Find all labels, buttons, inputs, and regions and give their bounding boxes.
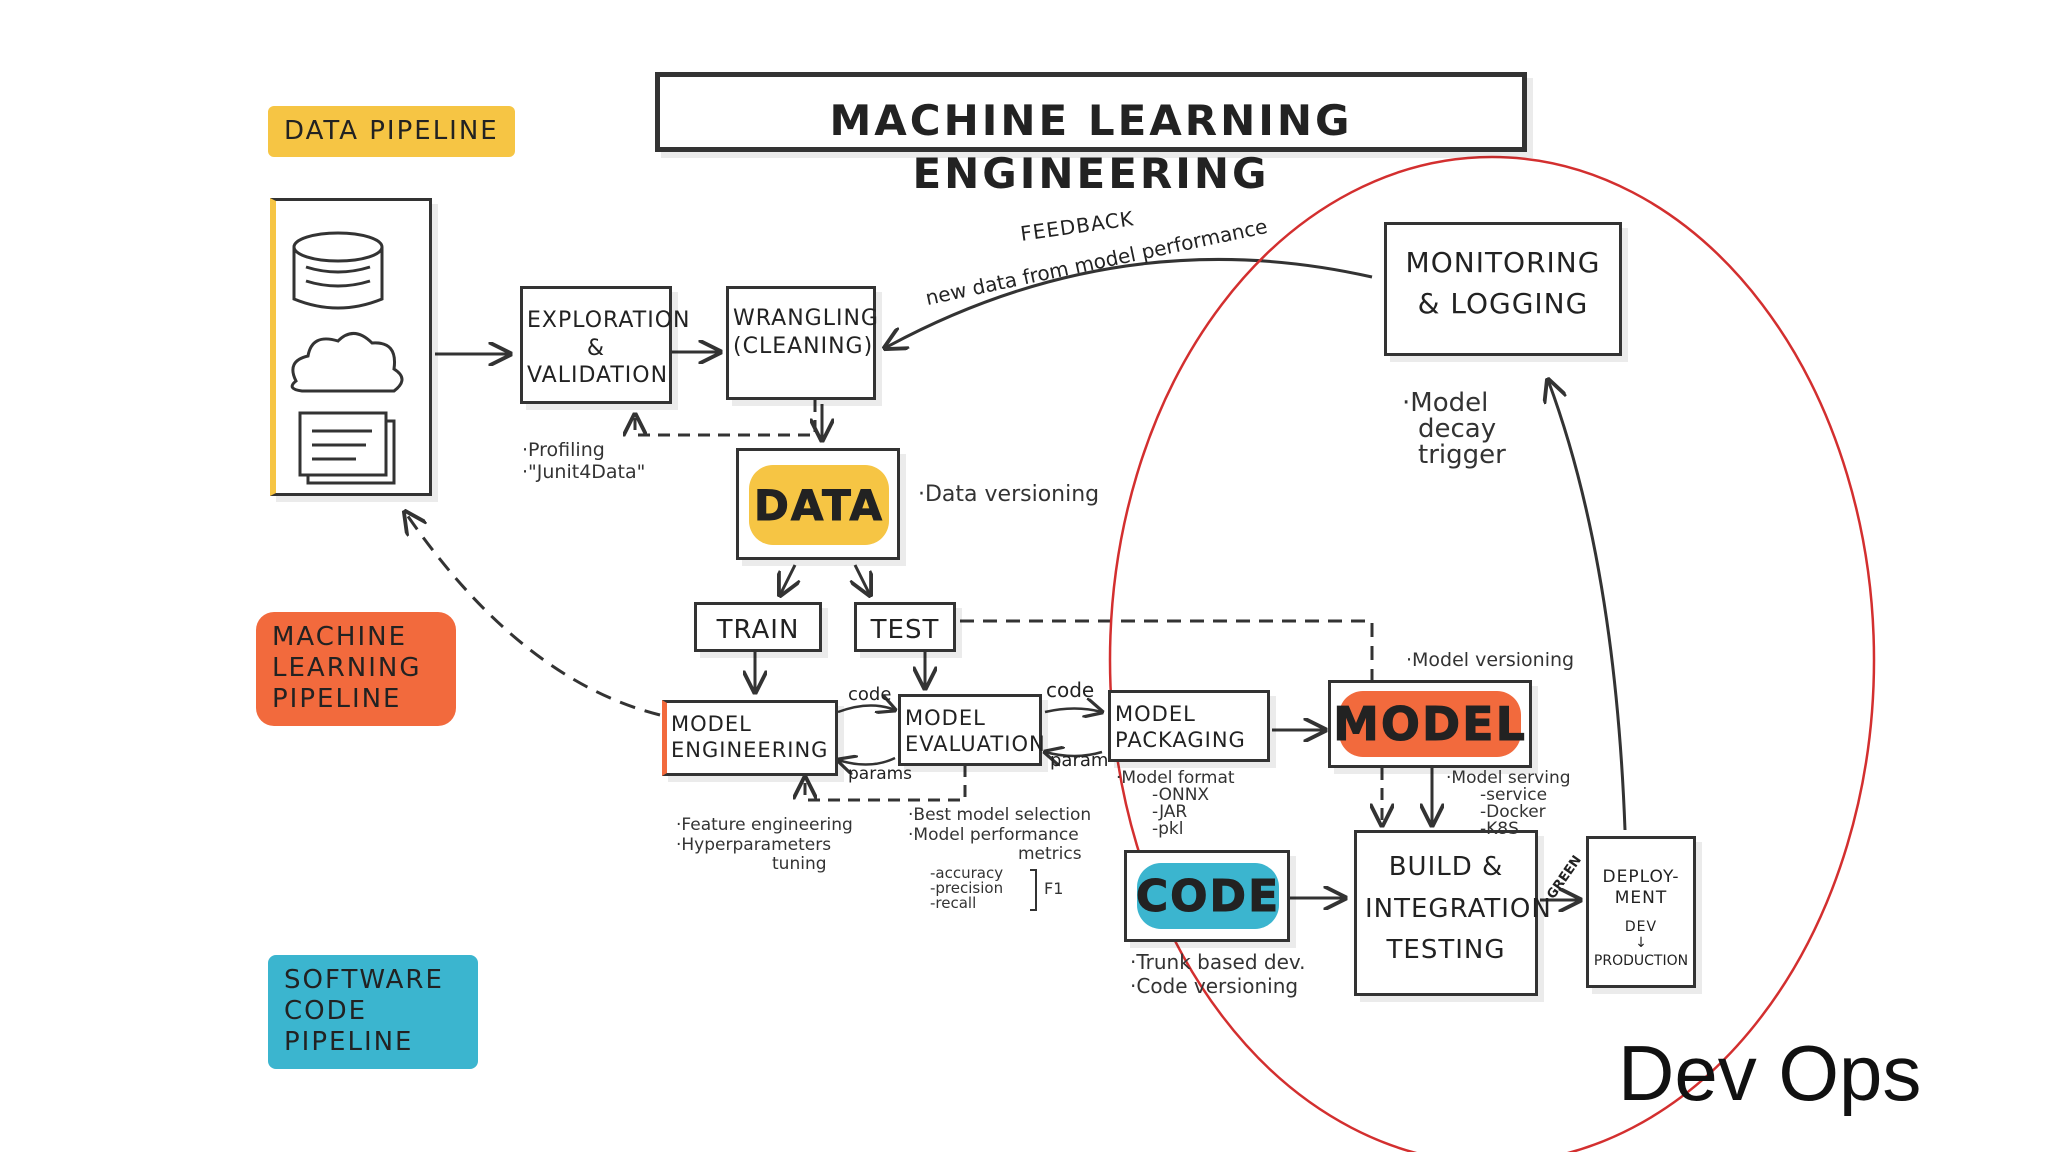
build-label: BUILD & INTEGRATION TESTING: [1365, 852, 1552, 966]
wrangling-node: WRANGLING (CLEANING): [726, 286, 879, 400]
params-label-1: params: [848, 764, 913, 784]
ml-pipeline-tag: MACHINE LEARNING PIPELINE: [256, 612, 456, 726]
data-node: DATA: [736, 448, 900, 560]
note-accuracy-text: -accuracy: [930, 864, 1004, 882]
note-best-model-text: ·Best model selection: [908, 805, 1092, 825]
note-hyperparams-text: ·Hyperparameters: [676, 834, 832, 855]
exploration-label: EXPLORATION & VALIDATION: [527, 308, 691, 388]
monitoring-logging-node: MONITORING & LOGGING: [1384, 222, 1622, 356]
note-junit-text: ·"Junit4Data": [522, 460, 646, 483]
test-label: TEST: [870, 615, 940, 645]
note-profiling-text: ·Profiling: [522, 439, 605, 461]
note-model-decay: ·Model decay trigger: [1402, 390, 1506, 468]
data-blob: DATA: [749, 465, 889, 545]
deployment-dev-label: DEV: [1624, 919, 1658, 935]
model-engineering-node: MODEL ENGINEERING: [662, 700, 838, 776]
arrow-param-2: [1045, 752, 1103, 756]
deployment-label: DEPLOY-MENT: [1602, 867, 1680, 909]
note-f1: F1: [1044, 879, 1064, 898]
deployment-arrow-glyph: ↓: [1635, 935, 1647, 951]
note-onnx-text: -ONNX: [1152, 785, 1210, 805]
model-packaging-node: MODEL PACKAGING: [1108, 690, 1270, 762]
note-model-perf-2-text: metrics: [1018, 844, 1082, 865]
note-service-text: -service: [1480, 785, 1548, 805]
exploration-validation-node: EXPLORATION & VALIDATION: [520, 286, 691, 404]
deployment-node: DEPLOY-MENT DEV ↓ PRODUCTION: [1586, 836, 1696, 988]
cloud-icon: [290, 332, 404, 393]
database-icon: [292, 231, 384, 310]
note-feature-eng-text: ·Feature engineering: [676, 815, 853, 835]
code-blob: CODE: [1135, 863, 1279, 929]
code-node: CODE: [1124, 850, 1290, 942]
data-pipeline-tag: DATA PIPELINE: [268, 106, 515, 158]
note-model-decay-1: ·Model: [1402, 388, 1489, 418]
note-trunk: ·Trunk based dev. ·Code versioning: [1130, 950, 1306, 998]
note-profiling: ·Profiling ·"Junit4Data": [522, 439, 646, 484]
arrow-data-test: [855, 564, 870, 595]
note-model-format: ·Model format -ONNX -JAR -pkl: [1116, 770, 1235, 838]
build-testing-node: BUILD & INTEGRATION TESTING: [1354, 830, 1552, 996]
note-pkl-text: -pkl: [1152, 819, 1184, 839]
arrow-code-1: [837, 705, 895, 712]
note-model-serving-text: ·Model serving: [1446, 768, 1571, 788]
page-title: MACHINE LEARNING ENGINEERING: [829, 96, 1353, 198]
note-model-perf-text: ·Model performance: [908, 824, 1079, 845]
note-model-decay-3: trigger: [1418, 440, 1506, 470]
note-precision-text: -precision: [930, 879, 1004, 897]
train-node: TRAIN: [694, 602, 822, 652]
arrow-feedback: [885, 257, 1373, 348]
deployment-prod-label: PRODUCTION: [1593, 953, 1689, 969]
dashed-wrangling-exploration: [635, 400, 817, 435]
note-model-format-text: ·Model format: [1116, 768, 1235, 788]
model-evaluation-label: MODEL EVALUATION: [905, 706, 1046, 757]
note-hyperparams-2-text: tuning: [772, 854, 827, 875]
model-packaging-label: MODEL PACKAGING: [1115, 702, 1246, 753]
note-best-model: ·Best model selection ·Model performance…: [908, 805, 1092, 865]
devops-annotation: Dev Ops: [1618, 1029, 1922, 1117]
param-label-2: param: [1050, 750, 1109, 771]
arrow-code-2: [1044, 709, 1102, 713]
dashed-modeleng-sources: [405, 512, 661, 717]
monitoring-label: MONITORING & LOGGING: [1405, 246, 1601, 320]
train-label: TRAIN: [716, 615, 800, 645]
arrow-params-1: [838, 758, 896, 765]
test-node: TEST: [854, 602, 956, 652]
code-label-1: code: [848, 684, 892, 705]
note-model-versioning: ·Model versioning: [1406, 649, 1575, 671]
model-blob: MODEL: [1333, 691, 1525, 757]
arrow-deployment-monitoring: [1548, 380, 1627, 831]
code-label-2: code: [1046, 678, 1095, 702]
model-engineering-label: MODEL ENGINEERING: [671, 712, 829, 763]
note-feature-engineering: ·Feature engineering ·Hyperparameters tu…: [676, 815, 853, 875]
note-docker-text: -Docker: [1480, 802, 1546, 822]
f1-brace: [1030, 869, 1037, 911]
note-model-decay-2: decay: [1418, 414, 1497, 444]
note-trunk-text: ·Trunk based dev.: [1130, 950, 1306, 974]
note-metrics: -accuracy -precision -recall: [930, 866, 1003, 911]
arrow-data-train: [780, 564, 795, 595]
data-sources-icons: [290, 231, 404, 485]
dashed-eval-eng: [805, 765, 967, 802]
model-evaluation-node: MODEL EVALUATION: [898, 694, 1046, 766]
wrangling-label: WRANGLING (CLEANING): [733, 306, 879, 359]
model-node: MODEL: [1328, 680, 1532, 768]
note-data-versioning: ·Data versioning: [918, 482, 1100, 507]
note-k8s-text: -K8S: [1480, 819, 1519, 839]
dashed-test-model: [960, 619, 1374, 680]
title-box: MACHINE LEARNING ENGINEERING: [655, 72, 1527, 198]
software-pipeline-tag: SOFTWARE CODE PIPELINE: [268, 955, 478, 1069]
documents-icon: [298, 411, 396, 485]
note-recall-text: -recall: [930, 894, 977, 912]
devops-circle: [1108, 155, 1876, 1152]
note-code-versioning-text: ·Code versioning: [1130, 974, 1299, 998]
note-model-serving: ·Model serving -service -Docker -K8S: [1446, 770, 1571, 838]
note-jar-text: -JAR: [1152, 802, 1188, 822]
data-sources-panel: [270, 198, 432, 496]
